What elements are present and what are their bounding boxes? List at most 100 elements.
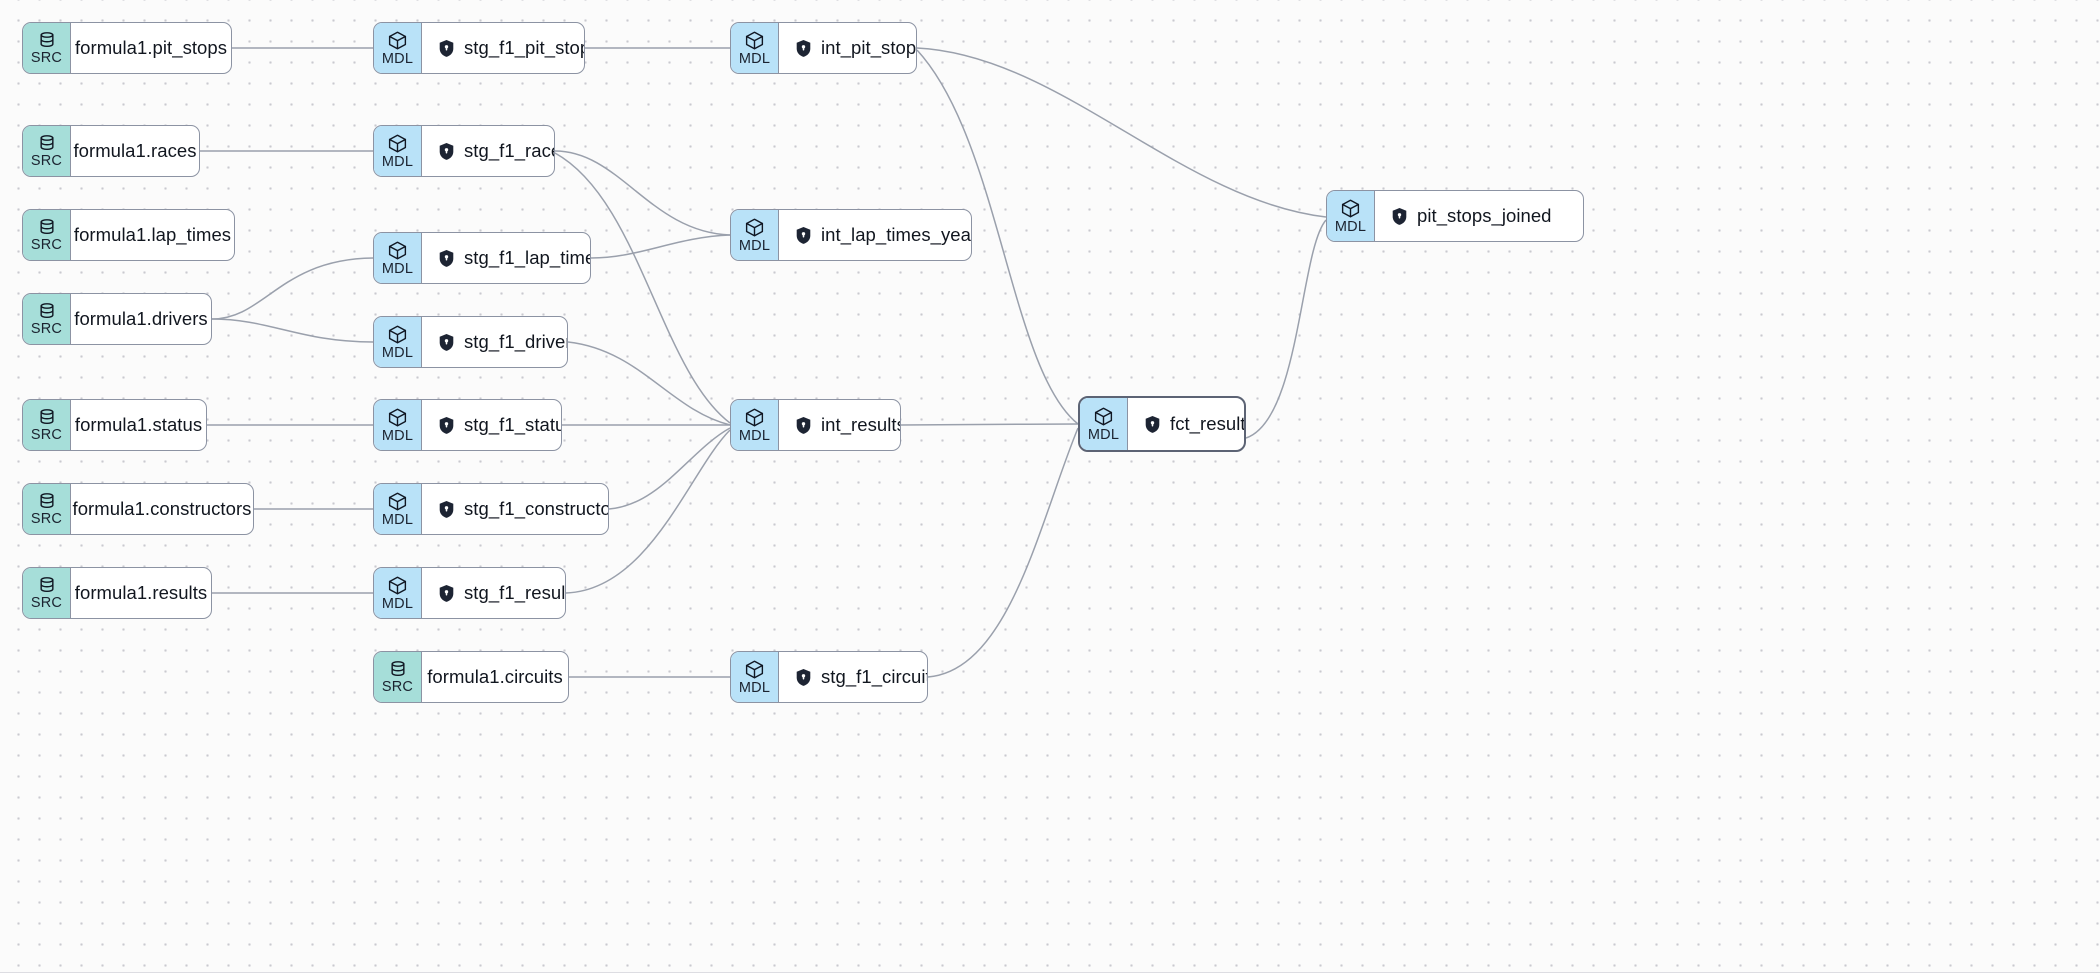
shield-lock-icon <box>438 39 455 58</box>
node-type-label: MDL <box>738 50 771 67</box>
shield-lock-icon <box>795 668 812 687</box>
node-type-label: SRC <box>30 321 63 338</box>
node-body: fct_results <box>1128 398 1244 450</box>
node-label: formula1.circuits <box>427 666 563 687</box>
node-body: formula1.races <box>71 126 199 176</box>
database-icon <box>37 30 57 50</box>
node-body: stg_f1_races <box>422 126 554 176</box>
shield-lock-icon <box>1145 415 1160 433</box>
cube-icon <box>387 324 408 345</box>
edge-int_pit_stops-to-pit_stops_joined <box>916 47 1327 218</box>
node-type-label: MDL <box>1334 218 1367 235</box>
node-type-label: MDL <box>381 511 414 528</box>
shield-lock-icon <box>795 39 812 58</box>
graph-node-src_constructors[interactable]: SRC formula1.constructors <box>22 483 254 535</box>
node-type-badge-mdl: MDL <box>374 317 422 367</box>
node-body: int_results <box>779 400 900 450</box>
node-type-label: SRC <box>30 595 63 612</box>
node-type-label: MDL <box>738 237 771 254</box>
node-body: formula1.pit_stops <box>71 23 231 73</box>
node-type-badge-src: SRC <box>23 126 71 176</box>
edge-stg_lap_times-to-int_lap_times_years <box>590 234 731 259</box>
database-icon <box>37 407 57 427</box>
node-label: formula1.drivers <box>74 308 208 329</box>
edge-stg_constructors-to-int_results <box>608 427 731 510</box>
database-icon <box>388 659 408 679</box>
shield-lock-icon <box>1391 207 1408 226</box>
node-type-badge-src: SRC <box>23 568 71 618</box>
node-type-badge-src: SRC <box>23 400 71 450</box>
shield-lock-icon <box>795 416 812 435</box>
node-label: stg_f1_drivers <box>464 331 567 352</box>
graph-node-int_lap_times_years[interactable]: MDL int_lap_times_years <box>730 209 972 261</box>
shield-lock-icon <box>439 39 454 57</box>
graph-node-pit_stops_joined[interactable]: MDL pit_stops_joined <box>1326 190 1584 242</box>
shield-lock-icon <box>796 226 811 244</box>
node-label: formula1.pit_stops <box>74 37 228 58</box>
database-icon <box>37 575 57 595</box>
node-type-label: MDL <box>381 595 414 612</box>
node-type-label: SRC <box>30 511 63 528</box>
node-type-label: MDL <box>381 427 414 444</box>
node-body: formula1.lap_times <box>71 210 234 260</box>
node-body: stg_f1_drivers <box>422 317 567 367</box>
cube-icon <box>387 30 408 51</box>
shield-lock-icon <box>796 668 811 686</box>
cube-icon <box>1093 406 1114 427</box>
node-label: stg_f1_results <box>464 582 566 603</box>
node-type-badge-mdl: MDL <box>374 233 422 283</box>
shield-lock-icon <box>1144 415 1161 434</box>
node-body: formula1.drivers <box>71 294 211 344</box>
shield-lock-icon <box>438 584 455 603</box>
node-label: formula1.status <box>74 414 203 435</box>
node-label: stg_f1_lap_times <box>464 247 591 268</box>
node-type-badge-src: SRC <box>23 210 71 260</box>
node-body: stg_f1_results <box>422 568 565 618</box>
database-icon <box>37 217 57 237</box>
shield-lock-icon <box>795 226 812 245</box>
edge-stg_races-to-int_lap_times_years <box>554 150 731 236</box>
cube-icon <box>387 240 408 261</box>
node-body: stg_f1_circuits <box>779 652 927 702</box>
graph-node-stg_lap_times[interactable]: MDL stg_f1_lap_times <box>373 232 591 284</box>
node-body: stg_f1_status <box>422 400 561 450</box>
database-icon <box>37 491 57 511</box>
node-label: stg_f1_status <box>464 414 561 435</box>
node-type-badge-src: SRC <box>374 652 422 702</box>
graph-node-stg_results[interactable]: MDL stg_f1_results <box>373 567 566 619</box>
node-label: formula1.constructors <box>72 498 252 519</box>
node-body: formula1.circuits <box>422 652 568 702</box>
node-body: int_lap_times_years <box>779 210 971 260</box>
node-body: pit_stops_joined <box>1375 191 1583 241</box>
node-type-badge-mdl: MDL <box>731 23 779 73</box>
graph-node-src_drivers[interactable]: SRC formula1.drivers <box>22 293 212 345</box>
graph-node-stg_status[interactable]: MDL stg_f1_status <box>373 399 562 451</box>
node-label: stg_f1_circuits <box>821 666 927 687</box>
cube-icon <box>387 133 408 154</box>
node-type-badge-mdl: MDL <box>374 484 422 534</box>
node-type-badge-src: SRC <box>23 484 71 534</box>
node-type-badge-mdl: MDL <box>731 400 779 450</box>
cube-icon <box>744 30 765 51</box>
edge-src_drivers-to-stg_lap_times <box>211 257 374 320</box>
node-type-label: MDL <box>381 260 414 277</box>
shield-lock-icon <box>438 500 455 519</box>
node-type-badge-mdl: MDL <box>374 126 422 176</box>
graph-node-stg_drivers[interactable]: MDL stg_f1_drivers <box>373 316 568 368</box>
cube-icon <box>744 407 765 428</box>
